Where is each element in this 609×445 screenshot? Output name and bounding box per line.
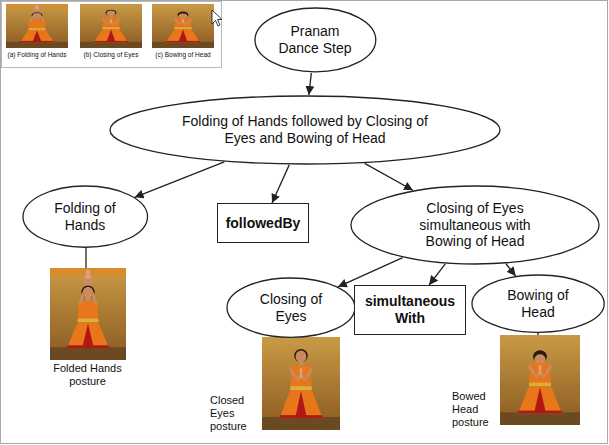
connector-arrow xyxy=(135,162,225,197)
mouse-cursor xyxy=(212,10,222,26)
caption-text: Folded Hands posture xyxy=(45,362,130,388)
ellipse-shape xyxy=(351,186,599,264)
caption-label: Folded Hands posture xyxy=(45,362,130,388)
caption-label: Bowed Head posture xyxy=(452,390,498,430)
node-text: Folding of Hands xyxy=(45,200,125,234)
ellipse-shape xyxy=(227,278,355,337)
connector-arrow xyxy=(309,73,311,95)
node-text: followedBy xyxy=(226,215,301,232)
caption-label: Closed Eyes posture xyxy=(210,394,258,434)
dancer-photo xyxy=(6,4,68,48)
connector-arrow xyxy=(365,163,413,190)
caption-text: Closed Eyes posture xyxy=(210,394,258,434)
dancer-photo xyxy=(50,268,126,360)
relation-box: simultaneous With xyxy=(354,285,466,335)
caption-text: Bowed Head posture xyxy=(452,390,498,430)
node-text: Bowing of Head xyxy=(498,287,578,321)
caption-label: (a) Folding of Hands xyxy=(1,51,73,59)
connector-arrow xyxy=(272,165,289,203)
connector-arrow xyxy=(506,264,516,276)
concept-ellipse: Folding of Hands xyxy=(22,185,149,248)
node-text: Pranam Dance Step xyxy=(275,23,355,57)
inset-frame xyxy=(2,2,222,68)
ellipse-shape xyxy=(255,8,376,72)
concept-ellipse: Bowing of Head xyxy=(471,274,605,333)
caption-label: (b) Closing of Eyes xyxy=(75,51,147,59)
concept-ellipse: Closing of Eyes xyxy=(226,277,356,338)
connector-arrow xyxy=(338,258,403,287)
concept-ellipse: Folding of Hands followed by Closing of … xyxy=(109,95,501,165)
caption-text: (a) Folding of Hands xyxy=(1,51,73,59)
node-text: simultaneous With xyxy=(362,293,458,327)
connector-arrow xyxy=(429,264,445,285)
ellipse-shape xyxy=(23,186,148,247)
ellipse-shape xyxy=(472,275,604,332)
caption-label: (c) Bowing of Head xyxy=(147,51,219,59)
dancer-photo xyxy=(500,335,580,425)
concept-ellipse: Pranam Dance Step xyxy=(254,7,377,73)
dancer-photo xyxy=(152,4,214,48)
dancer-photo xyxy=(262,337,340,430)
concept-ellipse: Closing of Eyes simultaneous with Bowing… xyxy=(350,185,600,265)
caption-text: (c) Bowing of Head xyxy=(147,51,219,59)
ellipse-shape xyxy=(110,96,500,164)
node-text: Closing of Eyes simultaneous with Bowing… xyxy=(400,200,550,250)
dancer-photo xyxy=(80,4,142,48)
relation-box: followedBy xyxy=(217,203,309,243)
caption-text: (b) Closing of Eyes xyxy=(75,51,147,59)
node-text: Folding of Hands followed by Closing of … xyxy=(180,113,430,147)
node-text: Closing of Eyes xyxy=(251,291,331,325)
